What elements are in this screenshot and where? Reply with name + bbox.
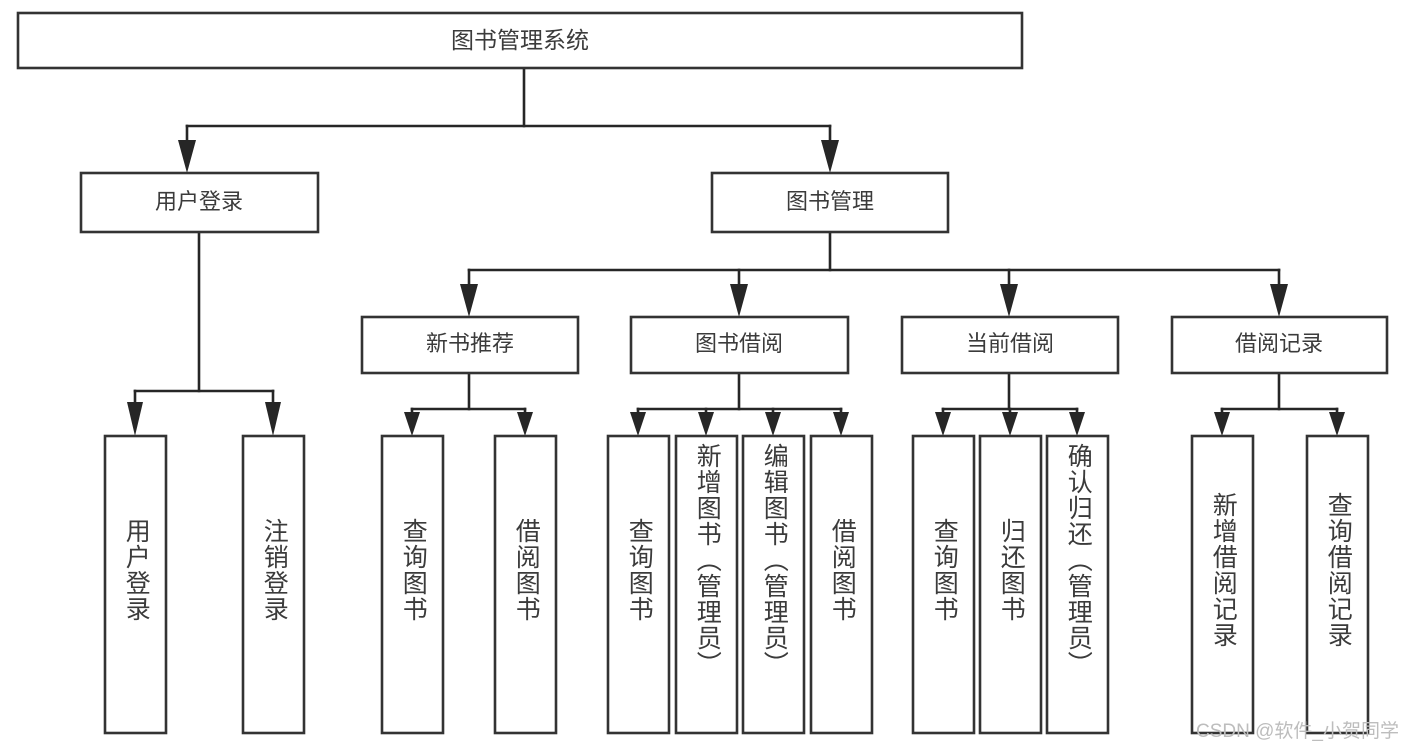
leaf-box-bookborrow-edit[interactable]	[741, 434, 806, 735]
leaf-box-newbook-query[interactable]	[380, 434, 445, 735]
leaf-box-currentborrow-return[interactable]	[978, 434, 1043, 735]
node-current-borrow-box[interactable]	[900, 315, 1120, 375]
connectors-layer	[127, 66, 1345, 436]
arrow-head-newbook-leaf-1	[404, 412, 420, 436]
arrow-head-current-borrow	[1000, 284, 1018, 317]
node-current-borrow-label: 当前借阅	[966, 331, 1054, 356]
csdn-watermark: CSDN @软件_小贺同学	[1196, 721, 1399, 742]
node-borrow-record-box[interactable]	[1170, 315, 1389, 375]
leaf-box-bookborrow-query[interactable]	[606, 434, 671, 735]
arrow-head-currentborrow-leaf-3	[1069, 412, 1085, 436]
node-user-login-label: 用户登录	[155, 189, 243, 214]
node-root[interactable]: 图书管理系统	[16, 11, 1024, 70]
node-borrow-record[interactable]: 借阅记录	[1170, 315, 1389, 375]
arrow-head-currentborrow-leaf-2	[1002, 412, 1018, 436]
leaf-box-currentborrow-confirm[interactable]	[1045, 434, 1110, 735]
node-current-borrow[interactable]: 当前借阅	[900, 315, 1120, 375]
leaf-box-logout[interactable]	[241, 434, 306, 735]
node-book-manage[interactable]: 图书管理	[710, 171, 950, 234]
arrow-head-bookborrow-leaf-3	[765, 412, 781, 436]
leaf-box-record-query[interactable]	[1305, 434, 1370, 735]
node-root-box[interactable]	[16, 11, 1024, 70]
arrow-head-bookborrow-leaf-2	[698, 412, 714, 436]
arrow-head-bookborrow-leaf-1	[630, 412, 646, 436]
node-book-manage-label: 图书管理	[786, 189, 874, 214]
arrow-head-borrowrecord-leaf-2	[1329, 412, 1345, 436]
arrow-head-user-login	[178, 140, 196, 173]
arrow-head-leaf-user-login	[127, 402, 143, 436]
node-book-borrow-label: 图书借阅	[695, 331, 783, 356]
leaf-box-user-login[interactable]	[103, 434, 168, 735]
node-book-borrow-box[interactable]	[629, 315, 850, 375]
arrow-head-bookborrow-leaf-4	[833, 412, 849, 436]
node-book-borrow[interactable]: 图书借阅	[629, 315, 850, 375]
arrow-head-new-book	[460, 284, 478, 317]
node-root-label: 图书管理系统	[451, 27, 589, 53]
arrow-head-book-borrow	[730, 284, 748, 317]
arrow-head-newbook-leaf-2	[517, 412, 533, 436]
node-new-book-recommend-label: 新书推荐	[426, 331, 514, 356]
node-user-login-box[interactable]	[79, 171, 320, 234]
node-new-book-recommend[interactable]: 新书推荐	[360, 315, 580, 375]
leaf-box-currentborrow-query[interactable]	[911, 434, 976, 735]
node-borrow-record-label: 借阅记录	[1235, 331, 1323, 356]
leaf-box-record-add[interactable]	[1190, 434, 1255, 735]
leaf-box-bookborrow-add[interactable]	[674, 434, 739, 735]
arrow-head-leaf-logout	[265, 402, 281, 436]
leaf-box-bookborrow-borrow[interactable]	[809, 434, 874, 735]
node-book-manage-box[interactable]	[710, 171, 950, 234]
nodes-layer: 图书管理系统 用户登录 图书管理 新书推荐 图书借阅	[16, 11, 1389, 735]
leaf-box-newbook-borrow[interactable]	[493, 434, 558, 735]
node-new-book-recommend-box[interactable]	[360, 315, 580, 375]
arrow-head-borrow-record	[1270, 284, 1288, 317]
arrow-head-book-manage	[821, 140, 839, 173]
arrow-head-currentborrow-leaf-1	[935, 412, 951, 436]
node-user-login[interactable]: 用户登录	[79, 171, 320, 234]
arrow-head-borrowrecord-leaf-1	[1214, 412, 1230, 436]
